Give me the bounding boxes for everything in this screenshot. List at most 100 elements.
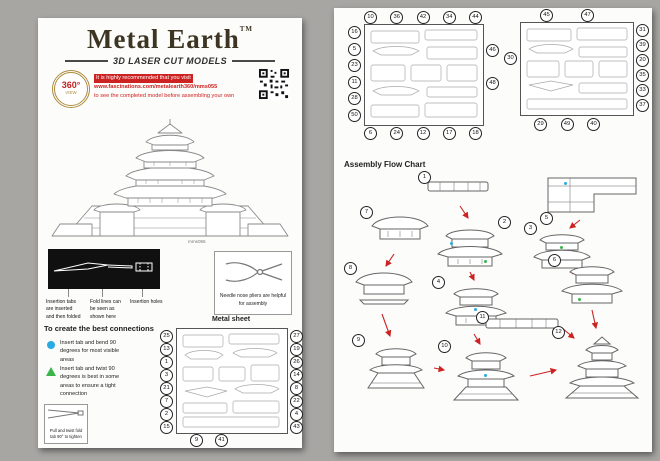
step-number: 9 (352, 334, 365, 347)
notice-line3: to see the completed model before assemb… (94, 92, 235, 99)
part-number-callout: 48 (486, 77, 499, 90)
part-number-callout: 20 (636, 54, 649, 67)
part-number-callout: 41 (215, 434, 228, 447)
pliers-note-text: Needle nose pliers are helpful for assem… (219, 293, 287, 307)
part-number-callout: 50 (348, 108, 361, 122)
brand-header: Metal EarthTM 3D LASER CUT MODELS (38, 26, 302, 66)
step-number: 1 (418, 171, 431, 184)
part-number-callout: 35 (636, 69, 649, 82)
tweezers-icon (47, 409, 84, 419)
metal-sheet-label: Metal sheet (211, 316, 251, 323)
leader-line (102, 289, 103, 297)
blue-dot-icon (47, 341, 55, 349)
part-number-callout: 49 (560, 118, 574, 131)
part-number-callout: 47 (581, 9, 594, 22)
sheet-3-parts (526, 27, 628, 110)
part-number-callout: 26 (290, 356, 303, 369)
360-view-badge: 360° VIEW (52, 70, 90, 108)
part-number-callout: 18 (469, 127, 482, 140)
assembly-step-9: 9 (352, 334, 432, 392)
qr-code (258, 68, 290, 100)
metal-sheet-1 (176, 328, 288, 434)
part-number-callout: 37 (636, 99, 649, 112)
step-number: 8 (344, 262, 357, 275)
part-number-callout: 6 (364, 127, 377, 140)
connection-dot-green (484, 260, 487, 263)
part-number-callout: 4 (290, 408, 303, 421)
connection-dot-blue (484, 374, 487, 377)
part-number-callout: 22 (290, 395, 303, 408)
connection-dot-blue (564, 182, 567, 185)
twist-instruction: Insert tab and twist 90 degrees is best … (60, 366, 120, 398)
part-number-callout: 14 (290, 369, 303, 382)
part-number-callout: 39 (636, 39, 649, 52)
step-number: 4 (432, 276, 445, 289)
part-number-callout: 19 (290, 343, 303, 356)
part-number-callout: 13 (160, 343, 173, 356)
assembly-step-12: 12 (552, 326, 644, 402)
divider-line (232, 60, 276, 62)
badge-view-label: VIEW (65, 90, 77, 96)
part-number-callout: 40 (587, 118, 600, 131)
metal-sheet-2 (364, 24, 484, 126)
part-number-callout: 10 (364, 11, 377, 24)
pliers-note-box: Needle nose pliers are helpful for assem… (214, 251, 292, 315)
part-number-callout: 3 (160, 369, 173, 382)
part-number-callout: 28 (348, 92, 361, 106)
step-number: 7 (360, 206, 373, 219)
bend-instruction: Insert tab and bend 90 degrees for most … (60, 340, 120, 363)
divider-line (65, 60, 108, 62)
part-number-callout: 5 (348, 42, 361, 56)
sheet-1-parts (182, 333, 280, 428)
step-number: 11 (476, 311, 489, 324)
sheet2-callouts-right: 46 48 (486, 44, 499, 90)
label-insertion-holes: Insertion holes (130, 299, 163, 305)
part-number-callout: 46 (486, 44, 499, 57)
green-triangle-icon (46, 367, 56, 376)
assembly-step-10: 10 (438, 340, 526, 404)
connection-dot-blue (450, 242, 453, 245)
part-number-callout: 45 (540, 9, 553, 22)
assembly-step-11: 11 (476, 311, 560, 334)
part-number-callout: 16 (348, 26, 361, 39)
tab-detail-drawing (53, 262, 153, 272)
sheet3-callouts-left: 30 (504, 52, 517, 65)
part-number-callout: 42 (416, 11, 430, 24)
assembly-step-6: 6 (548, 254, 628, 308)
step-number: 10 (438, 340, 451, 353)
connection-dot-green (578, 298, 581, 301)
step-number: 5 (540, 212, 553, 225)
sheet-2-parts (370, 29, 478, 118)
sheet3-callouts-top: 45 47 (540, 9, 594, 22)
trademark-mark: TM (239, 25, 253, 33)
assembly-flow-chart-heading: Assembly Flow Chart (344, 160, 426, 169)
part-number-callout: 1 (160, 356, 173, 369)
part-number-callout: 25 (160, 330, 173, 343)
assembly-step-2: 2 (434, 216, 511, 270)
leader-line (142, 289, 143, 297)
step-number: 3 (524, 222, 537, 235)
part-number-callout: 7 (160, 395, 173, 408)
part-number-callout: 21 (160, 382, 173, 395)
connection-dot-blue (474, 308, 477, 311)
website-notice: It is highly recommended that you visit … (94, 74, 246, 101)
connection-dot-green (560, 246, 563, 249)
left-page: Metal EarthTM 3D LASER CUT MODELS 360° V… (38, 18, 303, 448)
assembly-step-5: 5 (540, 172, 640, 225)
part-number-callout: 12 (416, 127, 430, 140)
tab-detail-box (48, 249, 160, 289)
tighten-tip-box: Pull and twist fold tab 90° to tighten (44, 404, 88, 444)
part-number-callout: 17 (442, 127, 456, 140)
brand-title-text: Metal Earth (87, 24, 240, 54)
part-number-callout: 2 (160, 408, 173, 421)
notice-url: www.fascinations.com/metalearth360/mms05… (94, 83, 218, 90)
castle-illustration (51, 119, 289, 237)
step-number: 6 (548, 254, 561, 267)
pliers-icon (225, 262, 283, 282)
